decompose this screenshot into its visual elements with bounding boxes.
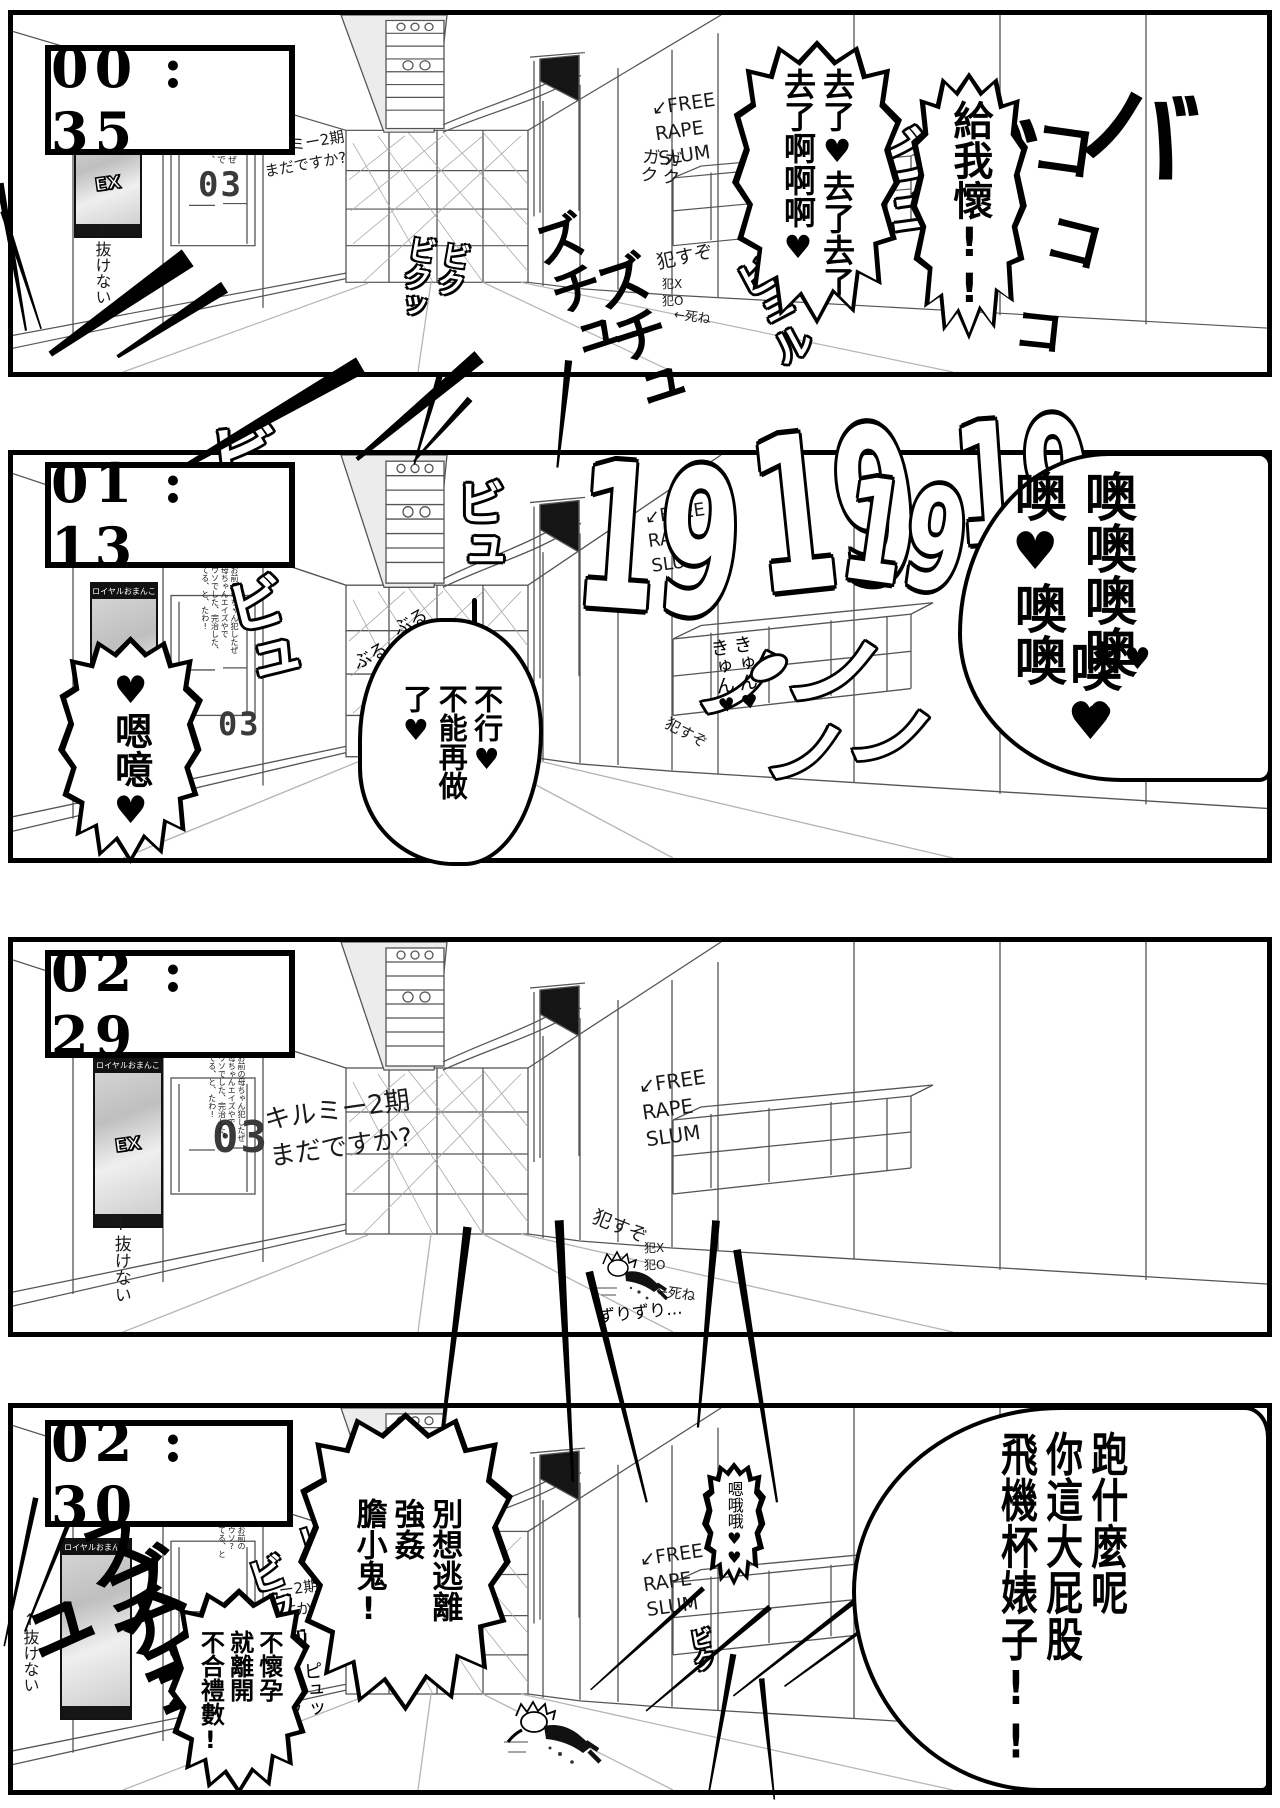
timestamp-2: 01 : 13	[45, 451, 295, 579]
graffiti-okasu-xo: 犯X 犯O	[644, 1241, 666, 1272]
timestamp-4: 02 : 30	[45, 1410, 293, 1538]
graffiti-mom-joke: お前の母ちゃん犯したぜ 母ちゃんエイズやで ウソでした、完治した、 てる、と、た…	[207, 1054, 246, 1142]
moan-bubble-area	[958, 452, 1272, 782]
speech-bubble-moan-small: 嗯哦哦♥♥	[702, 1462, 766, 1586]
poster-ex-label: EX	[93, 171, 123, 197]
moan-text-tail: 噢♥	[1060, 640, 1121, 752]
sfx-spurt: ビュ	[446, 476, 506, 576]
sfx-twitch: ビク ビクッ	[391, 232, 474, 323]
bubble-impregnate-text: 給我懷!!	[946, 100, 993, 312]
bubble-fill	[709, 1469, 759, 1579]
panel-3-hallway	[12, 941, 1268, 1333]
bubble-fill	[65, 643, 196, 857]
poster-title: ロイヤルおまんこ	[62, 1540, 130, 1555]
poster-title: ロイヤルおまんこ	[92, 584, 156, 599]
speech-bubble-limit: 不行♥ 不能再做 了♥	[358, 618, 543, 866]
panel-3	[8, 937, 1272, 1337]
bubble-fill	[739, 47, 895, 318]
moan-text: 噢噢噢噢 噢♥噢噢	[1005, 470, 1136, 686]
graffiti-nukenai: ↑抜けない	[110, 1215, 131, 1303]
speech-bubble-escape: 別想逃離 強姦 膽小鬼!	[298, 1412, 513, 1712]
graffiti-free-rape-slum: ↙FREE RAPE SLUM	[636, 1064, 707, 1152]
speech-bubble-impregnate: 給我懷!!	[910, 72, 1028, 340]
sfx-knock: コ	[1010, 300, 1067, 364]
wall-poster: ロイヤルおまんこ	[60, 1538, 132, 1720]
heart-icon: ♥	[1124, 642, 1151, 677]
graffiti-mom-joke: お前の ウソ? てる、と	[217, 1526, 247, 1558]
bubble-escape-text: 別想逃離 強姦 膽小鬼!	[350, 1497, 463, 1627]
bubble-moan-text: ♥嗯噫♥	[108, 668, 153, 832]
graffiti-nukenai: ↑抜けない	[92, 222, 112, 305]
hallway-background-art	[12, 941, 1268, 1333]
bubble-taunt-text: 跑什麼呢 你這大屁股 飛機杯婊子!!	[994, 1429, 1128, 1769]
graffiti-okasu-xo: 犯X 犯O	[662, 277, 684, 308]
collapsed-figure	[593, 1236, 671, 1314]
grabbed-figure	[498, 1682, 638, 1781]
poster-ex-label: EX	[113, 1132, 143, 1158]
bubble-fill	[175, 1595, 303, 1788]
wall-poster: ロイヤルおまんこ EX	[93, 1056, 163, 1228]
door-number: 03	[212, 1112, 269, 1163]
speech-bubble-moan: ♥嗯噫♥	[58, 636, 203, 864]
speech-bubble-etiquette: 不懷孕 就離開 不合禮數!	[168, 1588, 310, 1795]
poster-bottom-bar	[62, 1706, 130, 1718]
bubble-etiquette-text: 不懷孕 就離開 不合禮數!	[196, 1629, 283, 1754]
timestamp-3: 02 : 29	[45, 940, 295, 1068]
poster-bottom-bar	[95, 1214, 161, 1226]
hallway-background-art	[12, 454, 1268, 859]
poster-bottom-bar	[76, 224, 140, 236]
poster-title: ロイヤルおまんこ	[95, 1058, 161, 1073]
sfx-knock: コ	[1026, 110, 1101, 194]
bubble-fill	[305, 1419, 506, 1705]
door-number: 03	[198, 165, 243, 205]
bubble-limit-text: 不行♥ 不能再做 了♥	[398, 684, 504, 800]
bubble-fill	[917, 79, 1021, 333]
timestamp-1: 00 : 35	[45, 36, 295, 164]
speech-bubble-taunt: 跑什麼呢 你這大屁股 飛機杯婊子!!	[852, 1406, 1270, 1792]
speech-bubble-climax: 去了♥去了去了 去了啊啊啊♥	[732, 40, 902, 325]
graffiti-mom-joke: お前の母ちゃん犯したぜ 母ちゃんエイズやで ウソでした、完治した、 てる、と、た…	[200, 566, 239, 654]
bubble-climax-text: 去了♥去了去了 去了啊啊啊♥	[779, 67, 857, 298]
panel-2-hallway	[12, 454, 1268, 859]
door-number: 03	[218, 705, 261, 743]
bubble-moan-small-text: 嗯哦哦♥♥	[724, 1481, 744, 1567]
heart-icon: ♥	[1086, 700, 1113, 735]
